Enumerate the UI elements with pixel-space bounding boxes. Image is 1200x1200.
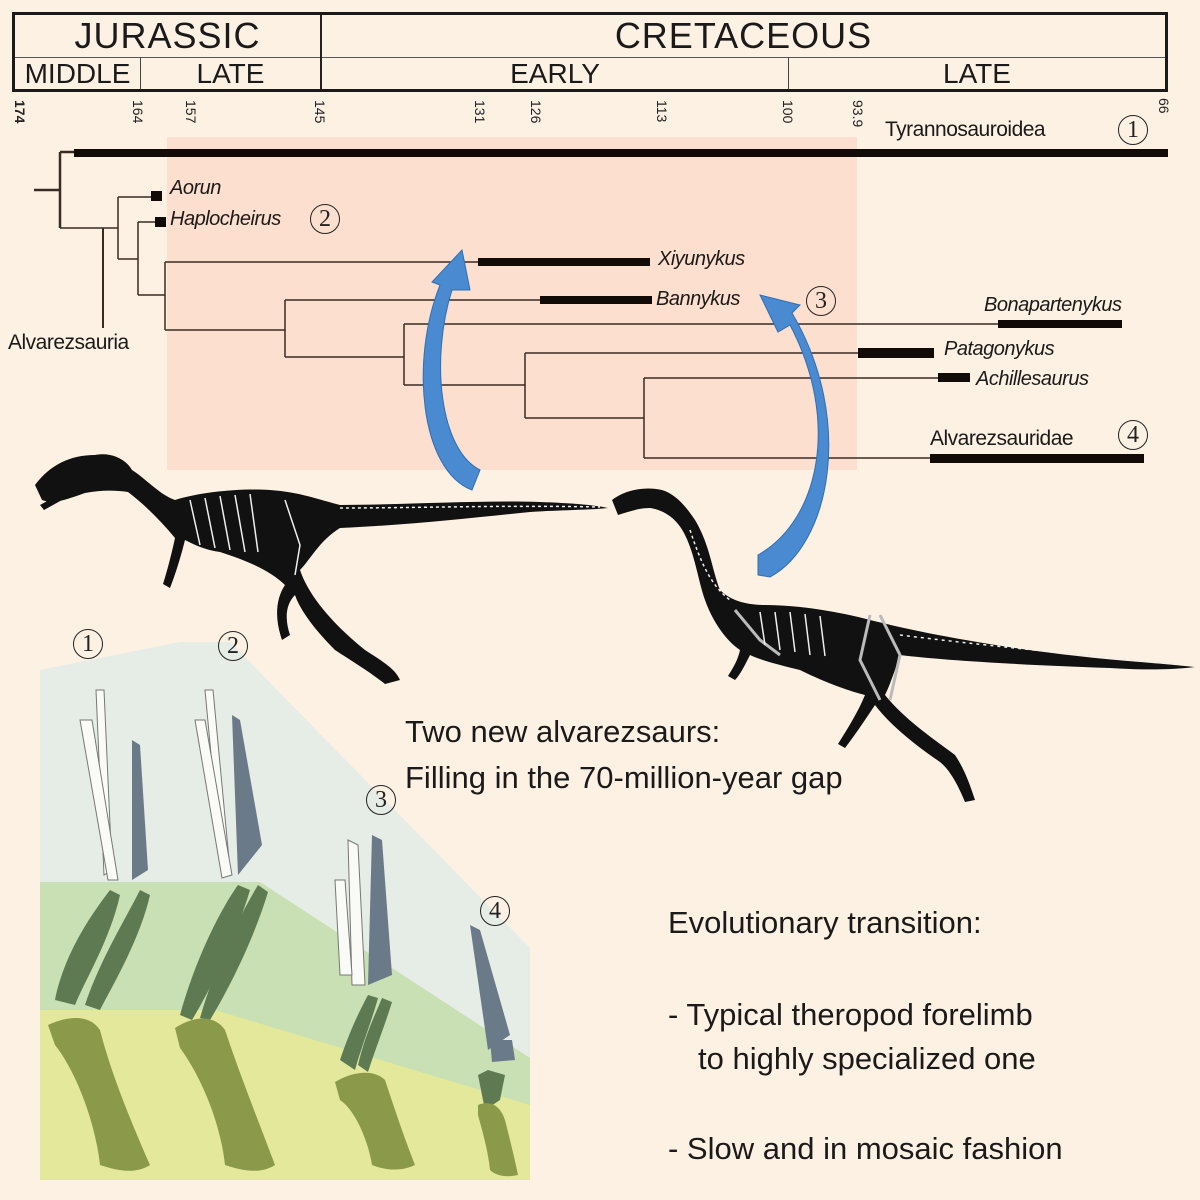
period-cretaceous: CRETACEOUS	[614, 15, 873, 56]
epoch-middle-jurassic: MIDDLE	[15, 57, 140, 89]
range-bar-patagonykus	[858, 348, 934, 358]
taxon-label-achillesaurus: Achillesaurus	[976, 368, 1089, 390]
marker-4: 4	[1118, 420, 1148, 450]
gap-highlight-region	[167, 137, 857, 470]
range-bar-bannykus	[540, 296, 652, 304]
taxon-label-alvarezsauridae: Alvarezsauridae	[930, 427, 1074, 450]
summary-point-2: - Slow and in mosaic fashion	[668, 1131, 1063, 1166]
forelimb-3-icon	[334, 835, 415, 1170]
taxon-label-patagonykus: Patagonykus	[944, 338, 1055, 360]
epoch-early-cretaceous: EARLY	[322, 57, 788, 89]
taxon-label-bannykus: Bannykus	[656, 288, 740, 310]
caption-line-1: Two new alvarezsaurs:	[405, 714, 721, 749]
summary-heading: Evolutionary transition:	[668, 905, 982, 940]
clade-label-alvarezsauria: Alvarezsauria	[8, 331, 129, 354]
arrow-to-bannykus-icon	[757, 294, 830, 578]
epoch-divider	[788, 57, 789, 89]
taxon-label-bonapartenykus: Bonapartenykus	[984, 294, 1122, 316]
period-divider	[320, 15, 322, 89]
caption-line-2: Filling in the 70-million-year gap	[405, 760, 843, 795]
skeleton-right-icon	[612, 488, 1195, 802]
forelimb-marker-3: 3	[366, 785, 396, 815]
forelimb-1-icon	[48, 689, 150, 1171]
summary-point-1-line-1: - Typical theropod forelimb	[668, 997, 1033, 1032]
forelimb-marker-2: 2	[218, 631, 248, 661]
range-bar-tyrannosauroidea	[74, 149, 1168, 157]
forelimb-marker-1: 1	[73, 629, 103, 659]
epoch-late-jurassic: LATE	[141, 57, 320, 89]
taxon-label-xiyunykus: Xiyunykus	[658, 248, 745, 270]
geologic-timescale: JURASSIC CRETACEOUS MIDDLE LATE EARLY LA…	[12, 12, 1168, 92]
epoch-divider	[140, 57, 141, 89]
marker-2: 2	[310, 204, 340, 234]
taxon-label-tyrannosauroidea: Tyrannosauroidea	[885, 118, 1046, 141]
marker-1: 1	[1118, 115, 1148, 145]
forelimb-4-icon	[470, 925, 518, 1177]
range-bar-achillesaurus	[938, 373, 970, 382]
taxon-label-haplocheirus: Haplocheirus	[170, 208, 281, 230]
period-jurassic: JURASSIC	[74, 15, 261, 56]
arrow-to-xiyunykus-icon	[422, 248, 481, 491]
range-bar-alvarezsauridae	[930, 454, 1144, 463]
range-bar-aorun	[151, 191, 162, 201]
summary-point-1-line-2: to highly specialized one	[698, 1041, 1036, 1076]
forelimb-comparison-panel	[40, 642, 530, 1180]
range-bar-xiyunykus	[478, 258, 650, 266]
range-bar-bonapartenykus	[998, 320, 1122, 328]
forelimb-marker-4: 4	[480, 896, 510, 926]
marker-3: 3	[806, 286, 836, 316]
taxon-label-aorun: Aorun	[170, 177, 221, 199]
epoch-late-cretaceous: LATE	[789, 57, 1165, 89]
forelimb-2-icon	[175, 689, 275, 1171]
range-bar-haplocheirus	[155, 217, 166, 227]
skeleton-left-icon	[35, 454, 608, 684]
